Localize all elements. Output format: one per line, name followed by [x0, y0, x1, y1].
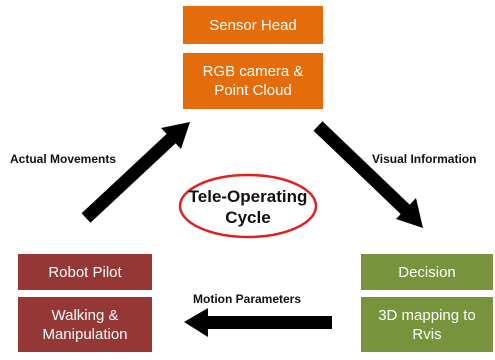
sensor-detail-box: RGB camera & Point Cloud	[183, 53, 323, 109]
sensor-head-title: Sensor Head	[209, 16, 297, 34]
robot-pilot-box: Robot Pilot	[18, 254, 152, 290]
robot-detail-box: Walking & Manipulation	[18, 297, 152, 352]
cycle-label-line1: Tele-Operating	[188, 187, 308, 206]
label-motion-parameters: Motion Parameters	[193, 292, 302, 306]
sensor-head-box: Sensor Head	[183, 6, 323, 44]
label-actual-movements: Actual Movements	[10, 152, 117, 166]
decision-detail-line1: 3D mapping to	[378, 306, 476, 324]
cycle-label: Tele-Operating Cycle	[178, 180, 318, 234]
sensor-detail-line2: Point Cloud	[214, 82, 292, 99]
arrow-motion-parameters	[184, 308, 332, 337]
arrow-visual-information	[313, 121, 423, 228]
robot-detail-line2: Manipulation	[42, 325, 128, 343]
decision-detail-box: 3D mapping to Rvis	[361, 297, 493, 352]
cycle-ellipse	[178, 173, 318, 239]
cycle-label-line2: Cycle	[225, 208, 271, 227]
decision-detail-line2: Rvis	[412, 325, 442, 343]
arrow-actual-movements	[81, 122, 190, 223]
sensor-detail-line1: RGB camera &	[202, 63, 304, 80]
decision-box: Decision	[361, 254, 493, 290]
robot-detail-line1: Walking &	[51, 306, 119, 324]
label-visual-information: Visual Information	[372, 152, 477, 166]
decision-title: Decision	[398, 263, 456, 281]
robot-pilot-title: Robot Pilot	[48, 263, 122, 281]
